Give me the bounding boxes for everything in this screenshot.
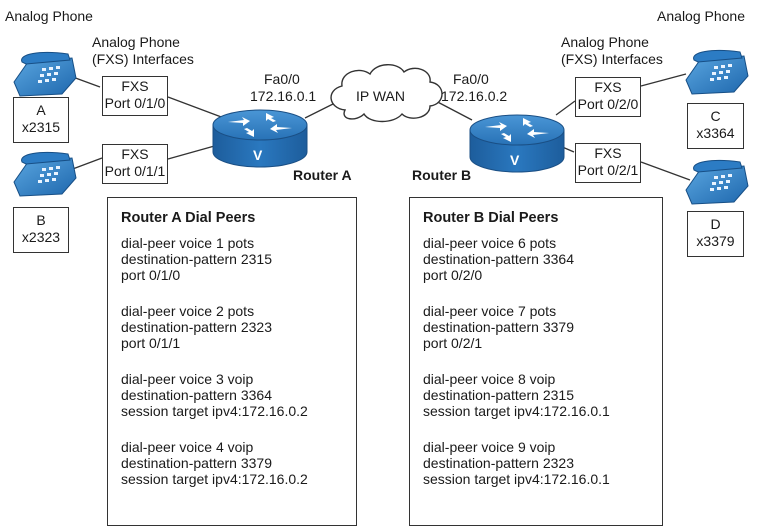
router-b: [469, 114, 565, 173]
analog-phone-title-left: Analog Phone: [5, 8, 93, 24]
router-a-peer-group-4: dial-peer voice 4 voip destination-patte…: [121, 439, 356, 487]
router-a-name: Router A: [293, 167, 352, 183]
router-a-peer-4-line-2: destination-pattern 3379: [121, 455, 272, 471]
router-a-peer-group-1: dial-peer voice 1 pots destination-patte…: [121, 235, 356, 283]
phone-c-box: C x3364: [687, 103, 744, 149]
link-fxs-a-router-a: [167, 96, 225, 119]
router-b-arrows-icon: [485, 118, 549, 142]
link-phone-c: [640, 73, 687, 87]
router-a-voice-symbol: V: [253, 147, 263, 163]
fxs-port-a-type: FXS: [121, 78, 149, 94]
router-a-peer-3-line-2: destination-pattern 3364: [121, 387, 272, 403]
fxs-port-c-port: Port 0/2/0: [577, 96, 639, 112]
router-b-peer-2-line-3: port 0/2/1: [423, 335, 483, 351]
fxs-port-a-port: Port 0/1/0: [104, 95, 166, 111]
fxs-port-d-port: Port 0/2/1: [577, 162, 639, 178]
router-b-ip: 172.16.0.2: [441, 88, 508, 104]
router-b-peer-group-4: dial-peer voice 9 voip destination-patte…: [423, 439, 662, 487]
ip-wan-label: IP WAN: [356, 88, 406, 104]
router-a-interface: Fa0/0: [264, 71, 300, 87]
router-a-ip: 172.16.0.1: [250, 88, 317, 104]
phone-b-icon: [13, 151, 77, 197]
router-b-peer-1-line-1: dial-peer voice 6 pots: [423, 235, 557, 251]
router-a: [212, 109, 308, 168]
router-a-arrows-icon: [228, 113, 292, 137]
router-b-peer-3-line-1: dial-peer voice 8 voip: [423, 371, 556, 387]
fxs-port-b-type: FXS: [121, 146, 149, 162]
phone-a-extension: x2315: [21, 119, 61, 135]
phone-d-box: D x3379: [687, 211, 744, 257]
phone-c-letter: C: [710, 108, 721, 124]
phone-b-box: B x2323: [13, 207, 69, 253]
router-a-peer-2-line-2: destination-pattern 2323: [121, 319, 272, 335]
router-a-peer-group-2: dial-peer voice 2 pots destination-patte…: [121, 303, 356, 351]
router-a-peer-3-line-1: dial-peer voice 3 voip: [121, 371, 254, 387]
phone-d-icon: [685, 159, 749, 205]
router-a-peer-1-line-2: destination-pattern 2315: [121, 251, 272, 267]
phone-b-extension: x2323: [21, 229, 61, 245]
interfaces-label-left-line2: (FXS) Interfaces: [92, 51, 194, 67]
analog-phone-title-right: Analog Phone: [657, 8, 745, 24]
fxs-port-d-type: FXS: [594, 145, 622, 161]
ip-wan-cloud: [330, 64, 443, 123]
router-b-name: Router B: [412, 167, 472, 183]
router-a-peer-2-line-3: port 0/1/1: [121, 335, 181, 351]
router-b-peer-4-line-2: destination-pattern 2323: [423, 455, 574, 471]
fxs-port-b-port: Port 0/1/1: [104, 163, 166, 179]
interfaces-label-right-line2: (FXS) Interfaces: [561, 51, 663, 67]
router-a-peer-group-3: dial-peer voice 3 voip destination-patte…: [121, 371, 356, 419]
router-a-peer-1-line-1: dial-peer voice 1 pots: [121, 235, 255, 251]
router-b-interface: Fa0/0: [453, 71, 489, 87]
router-a-peer-4-line-1: dial-peer voice 4 voip: [121, 439, 254, 455]
link-phone-d: [640, 161, 691, 181]
router-b-peer-2-line-2: destination-pattern 3379: [423, 319, 574, 335]
router-a-peer-3-line-3: session target ipv4:172.16.0.2: [121, 403, 308, 419]
router-a-dial-peers-box: Router A Dial Peers dial-peer voice 1 po…: [107, 197, 357, 526]
interfaces-label-right-line1: Analog Phone: [561, 34, 649, 50]
router-b-peer-4-line-1: dial-peer voice 9 voip: [423, 439, 556, 455]
router-a-dial-peers-title: Router A Dial Peers: [121, 210, 256, 226]
router-a-peer-2-line-1: dial-peer voice 2 pots: [121, 303, 255, 319]
router-b-peer-3-line-2: destination-pattern 2315: [423, 387, 574, 403]
router-b-dial-peers-title: Router B Dial Peers: [423, 210, 559, 226]
router-b-peer-4-line-3: session target ipv4:172.16.0.1: [423, 471, 610, 487]
router-b-peer-group-3: dial-peer voice 8 voip destination-patte…: [423, 371, 662, 419]
phone-a-letter: A: [36, 102, 46, 118]
phone-c-icon: [685, 49, 749, 95]
link-router-b-fxs-c: [555, 100, 576, 116]
router-b-dial-peers-box: Router B Dial Peers dial-peer voice 6 po…: [409, 197, 663, 526]
router-b-peer-1-line-3: port 0/2/0: [423, 267, 483, 283]
link-phone-b: [69, 157, 103, 171]
router-a-peer-1-line-3: port 0/1/0: [121, 267, 181, 283]
phone-c-extension: x3364: [696, 125, 735, 141]
phone-d-letter: D: [710, 216, 721, 232]
fxs-port-c-type: FXS: [594, 79, 622, 95]
phone-b-letter: B: [36, 212, 46, 228]
fxs-port-a-box: FXS Port 0/1/0: [102, 76, 168, 116]
router-b-voice-symbol: V: [510, 152, 520, 168]
router-b-peer-group-2: dial-peer voice 7 pots destination-patte…: [423, 303, 662, 351]
router-a-peer-4-line-3: session target ipv4:172.16.0.2: [121, 471, 308, 487]
phone-a-icon: [13, 51, 77, 97]
router-b-peer-group-1: dial-peer voice 6 pots destination-patte…: [423, 235, 662, 283]
phone-a-box: A x2315: [13, 97, 69, 143]
router-b-peer-2-line-1: dial-peer voice 7 pots: [423, 303, 557, 319]
fxs-port-d-box: FXS Port 0/2/1: [575, 143, 641, 183]
interfaces-label-left-line1: Analog Phone: [92, 34, 180, 50]
phone-d-extension: x3379: [696, 233, 735, 249]
fxs-port-c-box: FXS Port 0/2/0: [575, 77, 641, 117]
fxs-port-b-box: FXS Port 0/1/1: [102, 144, 168, 184]
router-b-peer-3-line-3: session target ipv4:172.16.0.1: [423, 403, 610, 419]
router-b-peer-1-line-2: destination-pattern 3364: [423, 251, 574, 267]
link-fxs-b-router-a: [167, 144, 219, 160]
